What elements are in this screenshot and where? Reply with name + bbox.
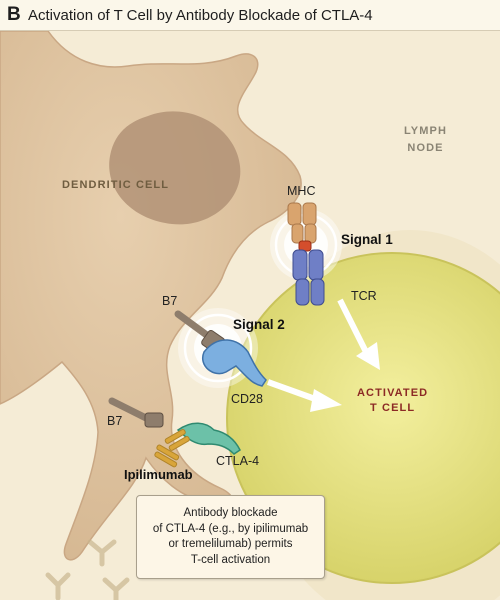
signal-1-label: Signal 1	[341, 232, 393, 247]
cd28-molecule	[201, 339, 267, 387]
arrow-signal-2	[266, 379, 342, 412]
ipilimumab-label: Ipilimumab	[124, 467, 193, 482]
activated-t-cell-label: ACTIVATED T CELL	[357, 387, 429, 414]
mhc-label: MHC	[287, 184, 316, 198]
cd28-label: CD28	[231, 392, 263, 406]
background-antibodies	[45, 539, 130, 600]
callout-box: Antibody blockade of CTLA-4 (e.g., by ip…	[136, 495, 325, 579]
title-bar: B Activation of T Cell by Antibody Block…	[0, 0, 500, 31]
ipilimumab-antibody	[154, 429, 190, 468]
ctla4-label: CTLA-4	[216, 454, 260, 468]
tcr-label: TCR	[351, 289, 377, 303]
panel-letter: B	[7, 4, 21, 25]
figure-title: Activation of T Cell by Antibody Blockad…	[28, 7, 373, 24]
dendritic-cell-nucleus	[109, 111, 241, 225]
b7-upper-label: B7	[162, 294, 178, 308]
ctla4-molecule	[176, 422, 241, 455]
lymph-node-label: LYMPH NODE	[404, 125, 447, 154]
dendritic-cell	[0, 31, 302, 561]
mhc-molecule	[287, 202, 317, 244]
arrow-signal-1	[337, 298, 380, 370]
illustration	[0, 31, 500, 600]
tcr-molecule	[292, 249, 325, 306]
b7-lower-label: B7	[107, 414, 123, 428]
dendritic-cell-label: DENDRITIC CELL	[62, 179, 170, 191]
b7-lower-molecule	[108, 397, 164, 428]
signal-2-label: Signal 2	[233, 317, 285, 332]
callout-text: Antibody blockade of CTLA-4 (e.g., by ip…	[152, 507, 309, 566]
